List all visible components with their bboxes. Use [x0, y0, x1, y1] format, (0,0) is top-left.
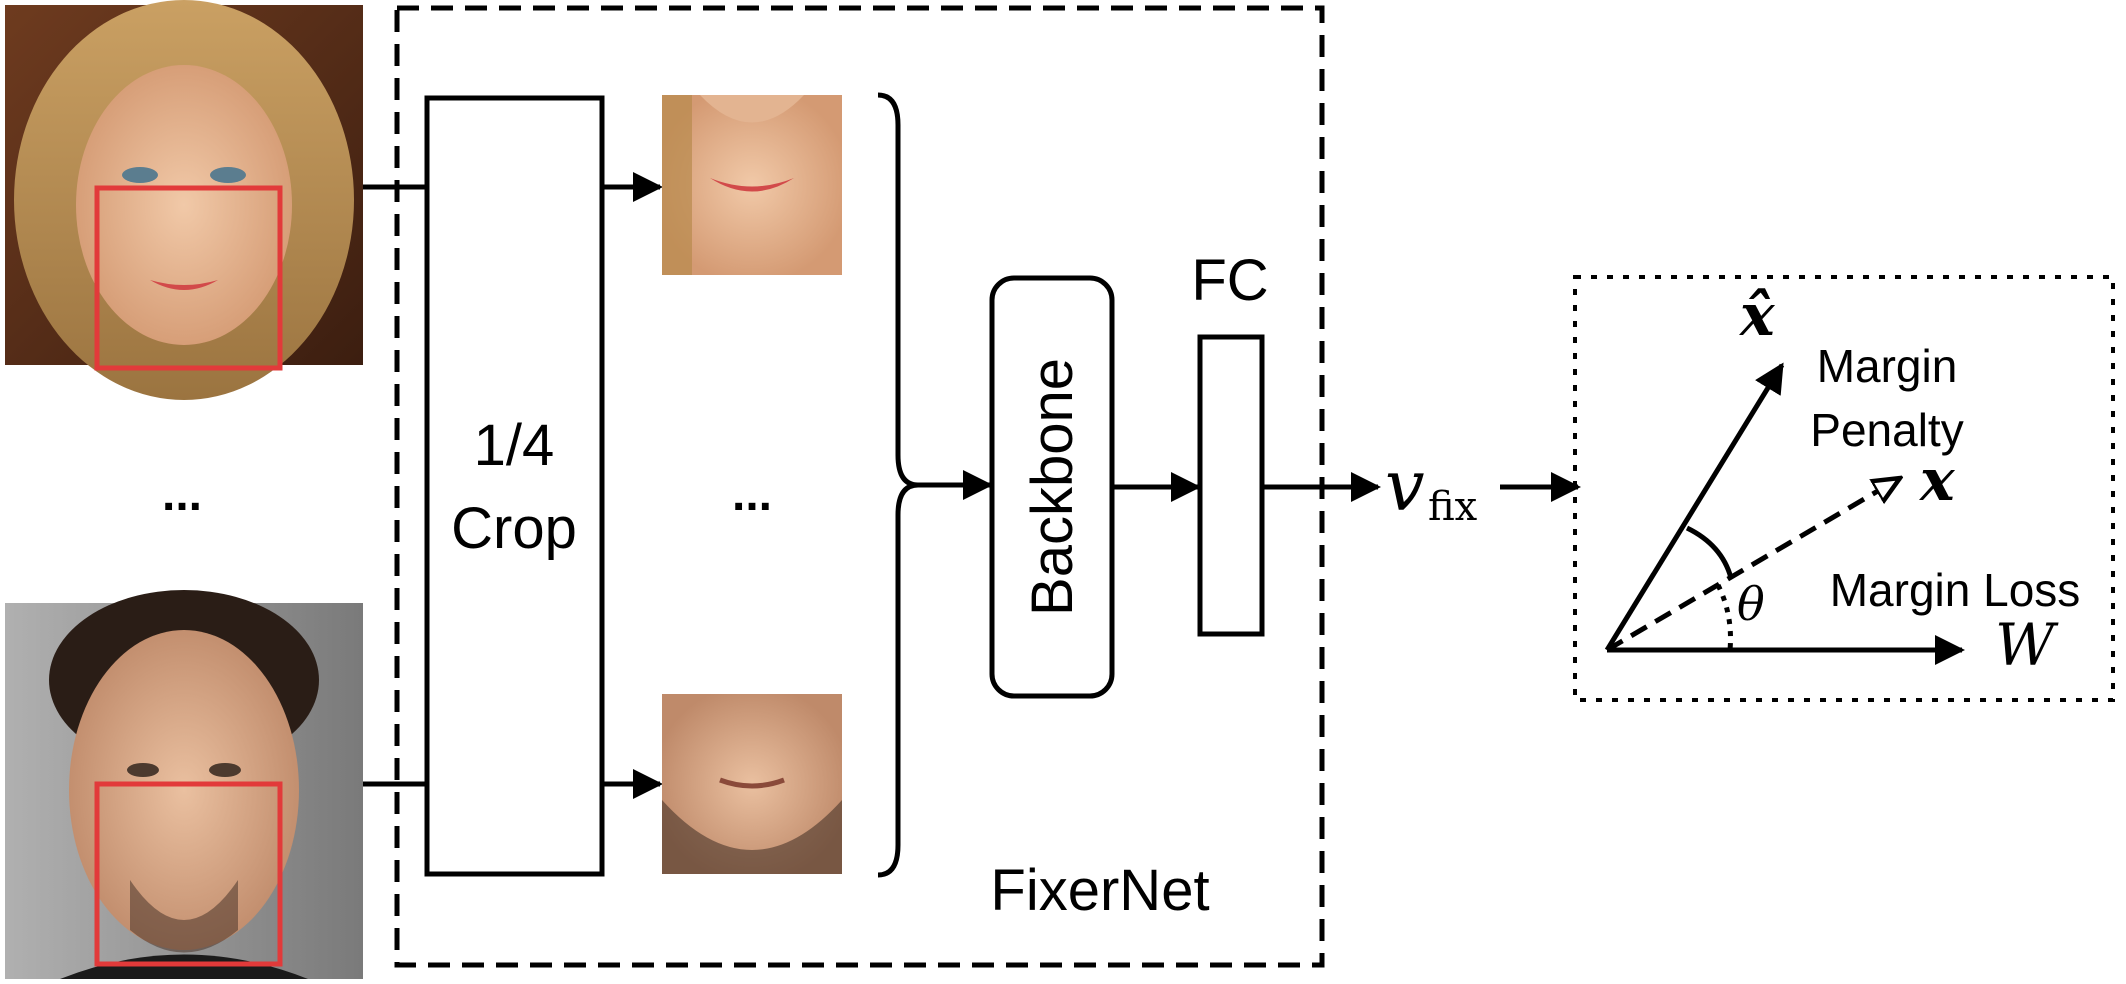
crop-block-line2: Crop [451, 496, 577, 561]
x-vector [1605, 478, 1900, 653]
crop-highlight-bottom [94, 781, 283, 967]
vfix-symbol: v [1385, 445, 1425, 527]
margin-arc [1685, 525, 1734, 579]
fc-block [1197, 334, 1265, 637]
input-face-top [5, 0, 363, 400]
fc-label: FC [1191, 248, 1268, 313]
margin-penalty-line2: Penalty [1810, 404, 1963, 456]
margin-loss-label: Margin Loss [1830, 564, 2081, 616]
crops-ellipsis: ... [732, 468, 772, 521]
x-hat-vector [1604, 362, 1785, 652]
crop-highlight-top [94, 185, 283, 371]
fixernet-label: FixerNet [990, 858, 1209, 923]
w-label: W [1995, 611, 2059, 679]
vfix-subscript: fix [1428, 484, 1478, 530]
backbone-label: Backbone [1020, 358, 1085, 616]
crop-block-line1: 1/4 [474, 413, 555, 478]
x-hat-label: x̂ [1738, 281, 1776, 349]
margin-penalty-line1: Margin [1817, 340, 1958, 392]
crop-block [424, 95, 605, 877]
cropped-face-bottom [662, 694, 842, 874]
cropped-face-top [662, 95, 842, 275]
angle-vectors [1604, 362, 1965, 665]
input-face-bottom [5, 590, 363, 979]
theta-label: θ [1737, 577, 1765, 631]
theta-arc [1715, 583, 1733, 651]
x-label: x [1918, 446, 1956, 514]
merge-brace [877, 92, 919, 878]
input-ellipsis: ... [162, 468, 202, 521]
